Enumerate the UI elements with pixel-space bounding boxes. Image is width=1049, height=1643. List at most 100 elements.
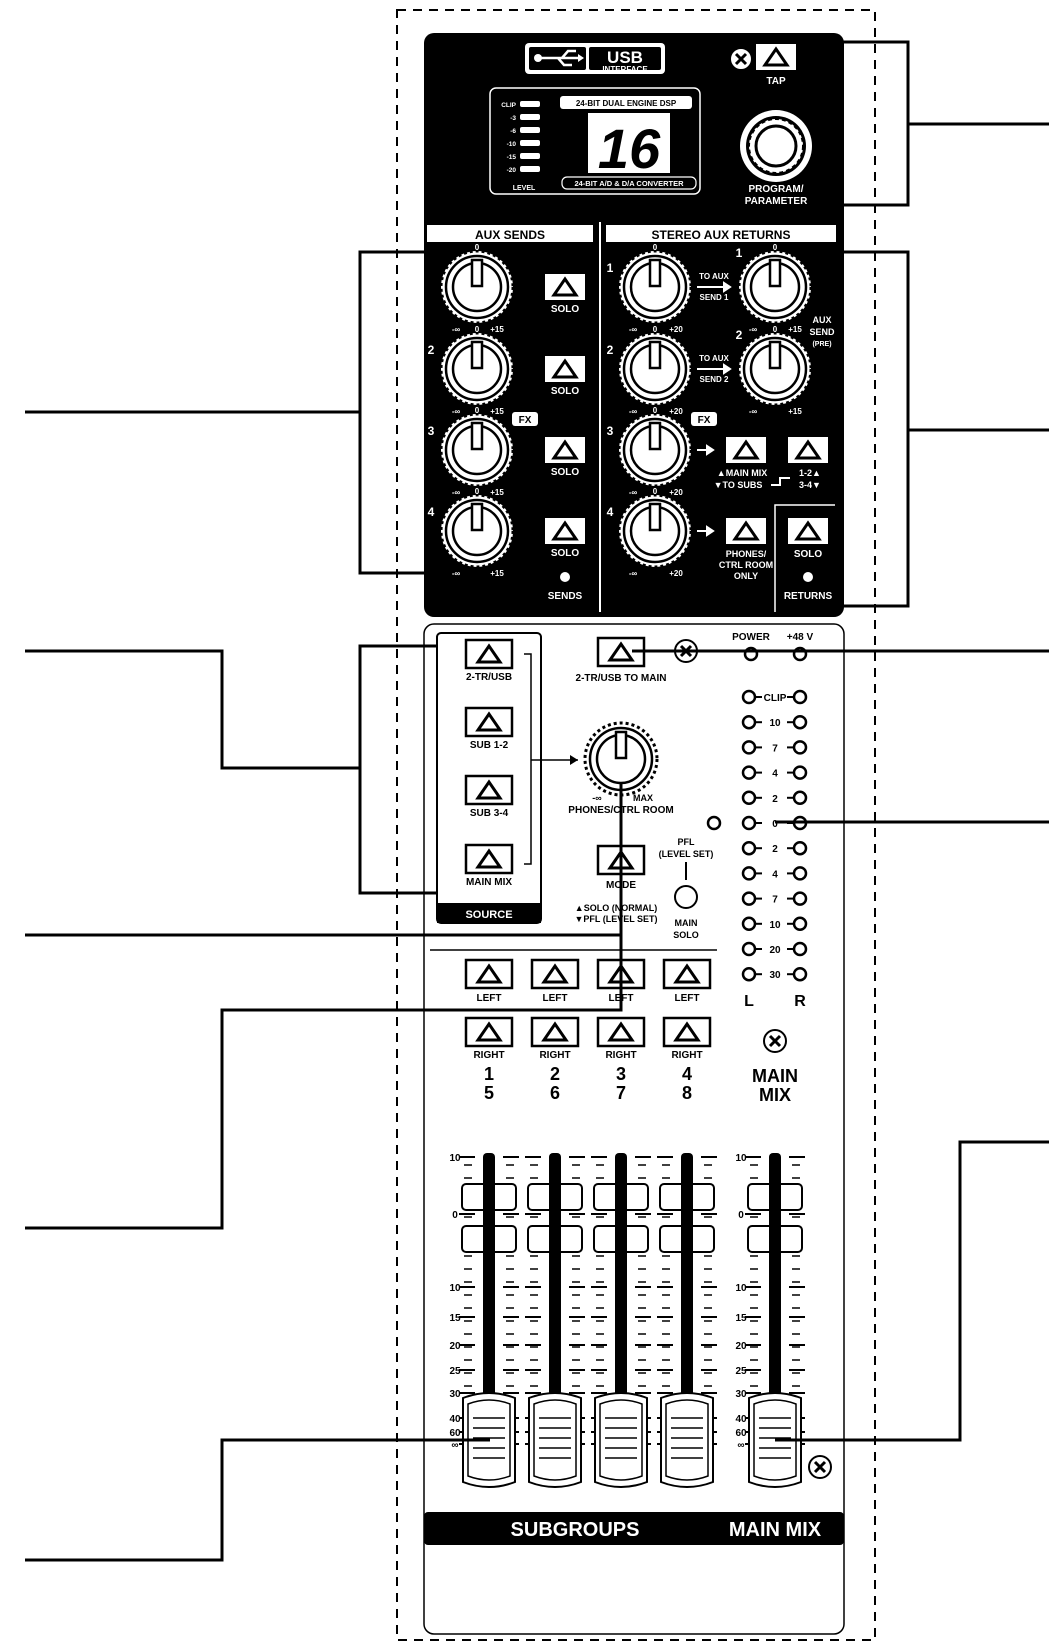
phones-only-label: PHONES/ xyxy=(726,549,767,559)
subs12-label: 1-2▲ xyxy=(799,468,821,478)
fader-scale-label: 30 xyxy=(449,1389,461,1400)
tr-usb-to-main-label: 2-TR/USB TO MAIN xyxy=(576,673,667,684)
meter-led-right xyxy=(792,941,808,957)
meter-led-left xyxy=(741,740,757,755)
aux-sends-title: AUX SENDS xyxy=(475,228,545,242)
subgroup-number: 3 xyxy=(616,1064,626,1084)
knob-zero-mark: 0 xyxy=(653,243,658,252)
aux-return-knob[interactable] xyxy=(617,331,693,407)
knob-max-label: +15 xyxy=(490,325,504,334)
aux-send-knob[interactable] xyxy=(439,493,515,569)
meter-scale-label: 7 xyxy=(772,743,778,754)
meter-left-label: L xyxy=(744,993,754,1010)
screw-icon xyxy=(728,46,754,72)
returns-solo-button[interactable] xyxy=(786,516,830,546)
solo-label: SOLO xyxy=(551,467,580,478)
knob-min-label: -∞ xyxy=(629,569,638,578)
meter-scale-label: 2 xyxy=(772,794,778,805)
meter-scale-label: 4 xyxy=(772,769,778,780)
solo-label: SOLO xyxy=(794,549,823,560)
level-led xyxy=(520,114,540,120)
source-button[interactable] xyxy=(464,774,514,806)
knob-min-label: -∞ xyxy=(749,325,758,334)
main-mix-label-2: MIX xyxy=(759,1085,791,1105)
fader-scale-label: 15 xyxy=(449,1313,461,1324)
sends-label: SENDS xyxy=(548,591,583,602)
subs-assign-button[interactable] xyxy=(786,435,830,465)
to-aux-label: TO AUX xyxy=(699,272,729,281)
knob-zero-mark: 0 xyxy=(475,487,480,496)
aux-return-knob[interactable] xyxy=(617,249,693,325)
phantom-label: +48 V xyxy=(787,632,814,643)
source-button[interactable] xyxy=(464,843,514,875)
lower-panel xyxy=(423,623,845,1635)
subgroup-fader[interactable] xyxy=(594,1392,648,1488)
right-label: RIGHT xyxy=(605,1050,636,1061)
solo-label: SOLO xyxy=(551,548,580,559)
source-button[interactable] xyxy=(464,706,514,738)
knob-max-label: +20 xyxy=(669,407,683,416)
aux-solo-button[interactable] xyxy=(543,435,587,465)
aux-send-knob[interactable] xyxy=(439,249,515,325)
aux-return-knob[interactable] xyxy=(617,493,693,569)
left-label: LEFT xyxy=(675,993,700,1004)
meter-led-left xyxy=(741,866,757,881)
level-led xyxy=(520,101,540,107)
subgroup-right-button[interactable] xyxy=(596,1016,646,1048)
aux-send-knob[interactable] xyxy=(439,412,515,488)
fader-scale-label: 0 xyxy=(452,1210,458,1221)
knob-max-label: +15 xyxy=(788,407,802,416)
knob-zero-mark: 0 xyxy=(475,243,480,252)
meter-scale-label: 10 xyxy=(769,920,781,931)
subgroup-right-button[interactable] xyxy=(530,1016,580,1048)
converter-label: 24-BIT A/D & D/A CONVERTER xyxy=(574,179,684,188)
return-number: 4 xyxy=(607,505,614,519)
fader-slot xyxy=(549,1153,561,1453)
subgroup-right-button[interactable] xyxy=(662,1016,712,1048)
subgroup-right-button[interactable] xyxy=(464,1016,514,1048)
main-mix-to-subs-button[interactable] xyxy=(724,435,768,465)
tap-button[interactable] xyxy=(754,42,798,72)
fader-scale-label: 60 xyxy=(449,1428,461,1439)
subgroup-left-button[interactable] xyxy=(662,958,712,990)
source-button[interactable] xyxy=(464,638,514,670)
aux-return-knob[interactable] xyxy=(617,412,693,488)
parameter-label: PARAMETER xyxy=(745,196,808,207)
meter-led-left xyxy=(741,941,757,957)
main-solo-label: MAIN xyxy=(675,918,698,928)
subgroup-left-button[interactable] xyxy=(530,958,580,990)
program-parameter-knob[interactable] xyxy=(740,110,812,182)
meter-scale-label: CLIP xyxy=(764,693,787,704)
aux-send-return-knob[interactable] xyxy=(737,331,813,407)
subgroup-left-button[interactable] xyxy=(464,958,514,990)
meter-led-left xyxy=(741,840,757,856)
subgroup-fader[interactable] xyxy=(660,1392,714,1488)
aux-solo-button[interactable] xyxy=(543,272,587,302)
phones-ctrl-room-only-button[interactable] xyxy=(724,516,768,546)
subs34-label: 3-4▼ xyxy=(799,480,821,490)
screw-icon xyxy=(762,1028,788,1054)
mode-pfl-label: ▼PFL (LEVEL SET) xyxy=(574,914,657,924)
meter-scale-label: 10 xyxy=(769,718,781,729)
level-scale-label: -15 xyxy=(507,154,517,161)
fader-scale-label: 25 xyxy=(735,1366,747,1377)
knob-min-label: -∞ xyxy=(749,407,758,416)
knob-max-label: +20 xyxy=(669,488,683,497)
arrow-right-icon xyxy=(697,525,715,537)
aux-send-number: 2 xyxy=(428,343,435,357)
aux-solo-button[interactable] xyxy=(543,354,587,384)
phones-min: -∞ xyxy=(592,793,602,803)
left-label: LEFT xyxy=(477,993,502,1004)
return-number: 1 xyxy=(607,261,614,275)
fader-scale-label: 25 xyxy=(449,1366,461,1377)
meter-led-right xyxy=(792,790,808,806)
subgroup-fader[interactable] xyxy=(528,1392,582,1488)
aux-send-knob[interactable] xyxy=(439,331,515,407)
knob-min-label: -∞ xyxy=(629,325,638,334)
arrow-right-icon xyxy=(697,281,732,293)
aux-send-return-knob[interactable] xyxy=(737,249,813,325)
dsp-display-frame xyxy=(489,87,701,195)
aux-solo-button[interactable] xyxy=(543,516,587,546)
source-button-label: MAIN MIX xyxy=(466,877,512,888)
